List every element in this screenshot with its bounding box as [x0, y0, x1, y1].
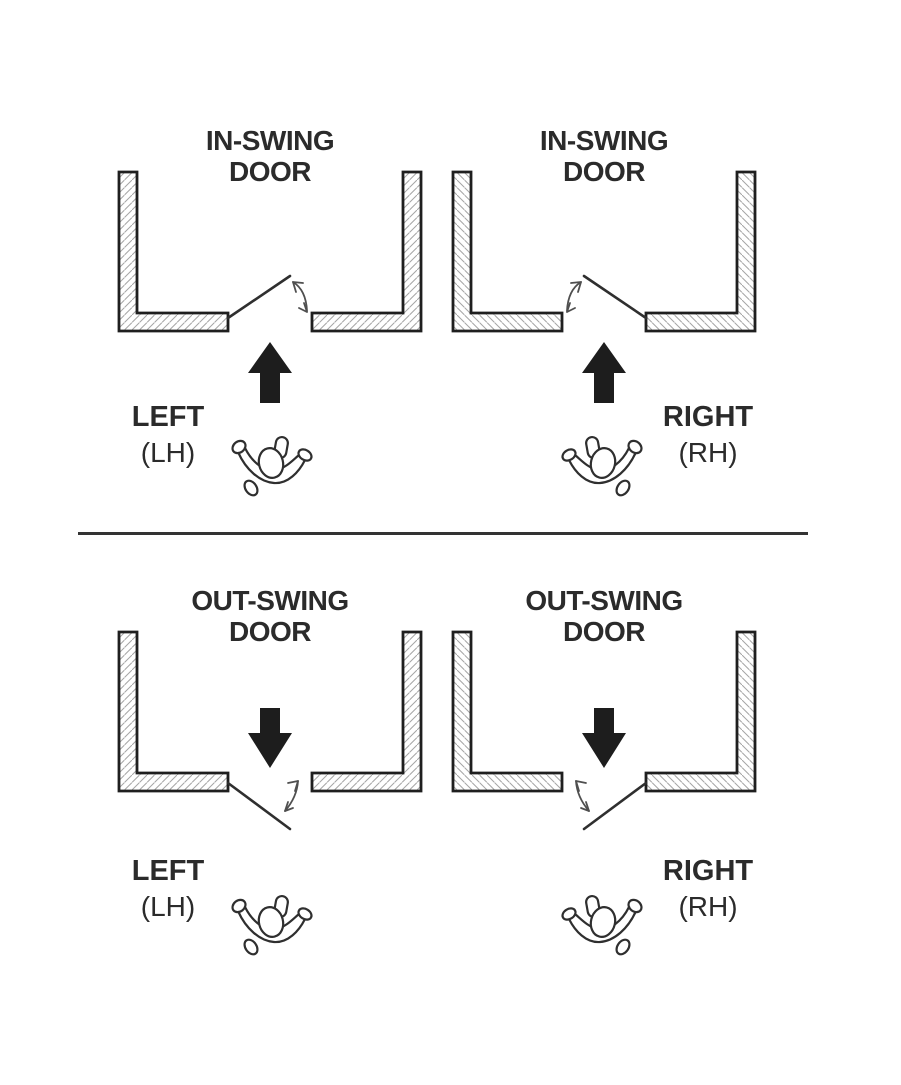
swing-arc-arrow-icon: [284, 780, 299, 812]
swing-arc-arrow-icon: [575, 780, 590, 812]
quadrant-in-swing-left: IN-SWING DOOR: [117, 112, 423, 524]
right-wall: [451, 630, 564, 793]
title-line-1: IN-SWING: [205, 125, 335, 156]
direction-arrow-icon: [582, 342, 626, 403]
right-wall: [310, 170, 423, 333]
floor-plan: [117, 170, 423, 497]
right-wall: [451, 170, 564, 333]
door-leaf: [582, 274, 648, 320]
hand-abbreviation: (RH): [678, 437, 738, 468]
direction-arrow-icon: [248, 708, 292, 768]
title-line-2: DOOR: [563, 616, 646, 647]
swing-arc-arrow-icon: [566, 281, 582, 313]
direction-arrow-icon: [582, 708, 626, 768]
title-line-1: OUT-SWING: [525, 585, 683, 616]
quadrant-out-swing-right: OUT-SWING DOOR RIGHT (RH): [451, 572, 757, 984]
title-line-2: DOOR: [229, 616, 312, 647]
section-divider: [78, 532, 808, 535]
floor-plan: [451, 170, 757, 497]
right-wall: [310, 630, 423, 793]
door-leaf: [582, 781, 648, 831]
hand-abbreviation: (LH): [140, 437, 196, 468]
person-top-view-icon: [561, 894, 643, 956]
left-wall: [644, 630, 757, 793]
door-leaf: [226, 781, 292, 831]
hand-label: RIGHT: [662, 401, 754, 433]
title-line-1: OUT-SWING: [191, 585, 349, 616]
quadrant-title: IN-SWING DOOR: [117, 125, 423, 187]
quadrant-title: OUT-SWING DOOR: [117, 585, 423, 647]
floor-plan: [117, 630, 423, 956]
quadrant-title: IN-SWING DOOR: [451, 125, 757, 187]
person-top-view-icon: [231, 894, 313, 956]
quadrant-title: OUT-SWING DOOR: [451, 585, 757, 647]
floor-plan: [451, 630, 757, 956]
left-wall: [117, 630, 230, 793]
left-wall: [117, 170, 230, 333]
door-leaf: [226, 274, 292, 320]
hand-label: RIGHT: [662, 855, 754, 887]
title-line-2: DOOR: [563, 156, 646, 187]
person-top-view-icon: [561, 435, 643, 497]
quadrant-in-swing-right: IN-SWING DOOR RIGHT (RH): [451, 112, 757, 524]
hand-abbreviation: (LH): [140, 891, 196, 922]
person-top-view-icon: [231, 435, 313, 497]
title-line-2: DOOR: [229, 156, 312, 187]
hand-label: LEFT: [131, 855, 205, 887]
quadrant-out-swing-left: OUT-SWING DOOR LEFT (LH): [117, 572, 423, 984]
left-wall: [644, 170, 757, 333]
hand-label: LEFT: [131, 401, 205, 433]
direction-arrow-icon: [248, 342, 292, 403]
swing-arc-arrow-icon: [292, 281, 308, 313]
hand-abbreviation: (RH): [678, 891, 738, 922]
title-line-1: IN-SWING: [539, 125, 669, 156]
